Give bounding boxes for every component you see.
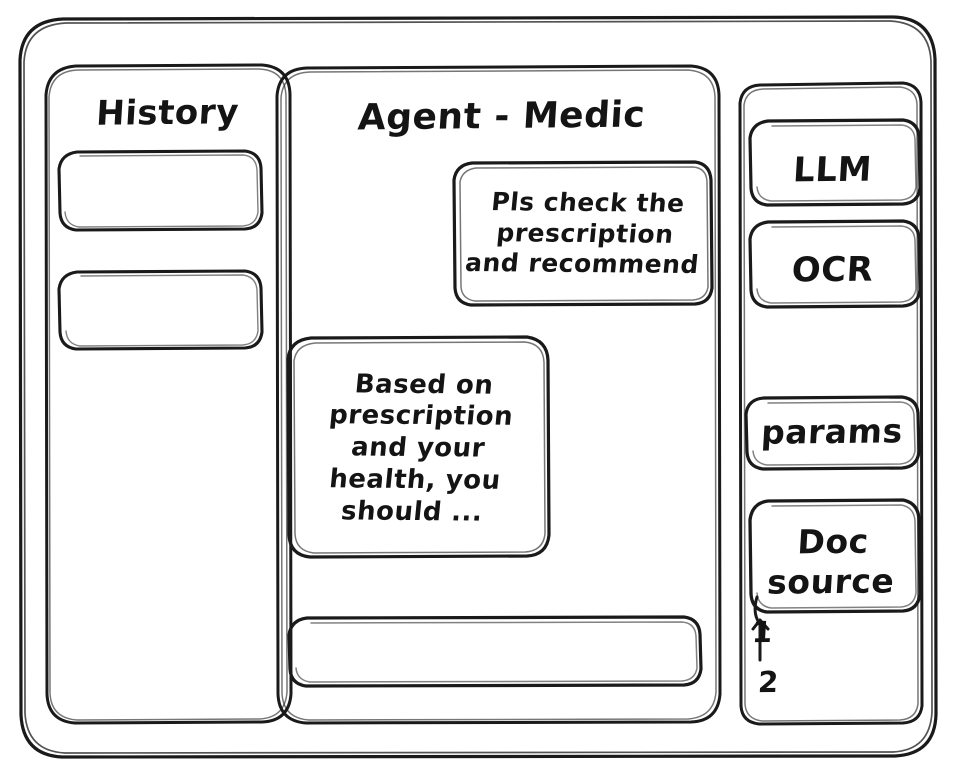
history-item-2-outline: [57, 269, 264, 351]
agent-bubble-outline: [286, 335, 551, 559]
doc-source-outline: [748, 498, 922, 614]
tool-llm-outline: [748, 118, 922, 207]
user-message-line-1: Pls check the: [489, 187, 687, 219]
user-bubble-outline: [452, 160, 714, 307]
tool-llm-button[interactable]: LLM: [791, 149, 874, 191]
assistant-message-line-3: and your: [349, 432, 487, 464]
tool-ocr-outline: [748, 219, 922, 309]
user-message-line-3: and recommend: [463, 248, 701, 280]
composer-outline: [287, 615, 703, 688]
tool-ocr-button[interactable]: OCR: [790, 249, 875, 291]
history-item-2[interactable]: [59, 271, 262, 349]
user-message-line-2: prescription: [495, 217, 675, 249]
user-message-bubble: Pls check the prescription and recommend: [454, 165, 717, 303]
assistant-message-line-2: prescription: [327, 400, 515, 433]
agent-panel-outline: [275, 64, 722, 725]
doc-source-connector: [751, 595, 770, 662]
tool-params-outline: [744, 395, 921, 471]
doc-source-line-2: source: [766, 561, 896, 602]
assistant-message-bubble: Based on prescription and your health, y…: [286, 343, 550, 555]
assistant-message-line-4: health, you: [328, 464, 503, 496]
doc-source-line-1: Doc: [796, 521, 870, 562]
doc-source-item-2[interactable]: 2: [757, 665, 780, 700]
agent-panel-title: Agent - Medic: [356, 94, 647, 139]
tool-params-button[interactable]: params: [760, 411, 904, 452]
history-item-1-outline: [57, 149, 264, 232]
composer-input[interactable]: [289, 617, 701, 686]
tools-panel-outline: [738, 81, 924, 726]
doc-source-button[interactable]: Doc source: [749, 512, 915, 612]
window-frame: [18, 15, 938, 759]
assistant-message-line-1: Based on: [353, 369, 495, 401]
assistant-message-line-5: should ...: [339, 495, 485, 528]
history-item-1[interactable]: [59, 151, 262, 230]
doc-source-item-1[interactable]: 1: [751, 615, 774, 650]
history-panel-title: History: [95, 92, 240, 135]
